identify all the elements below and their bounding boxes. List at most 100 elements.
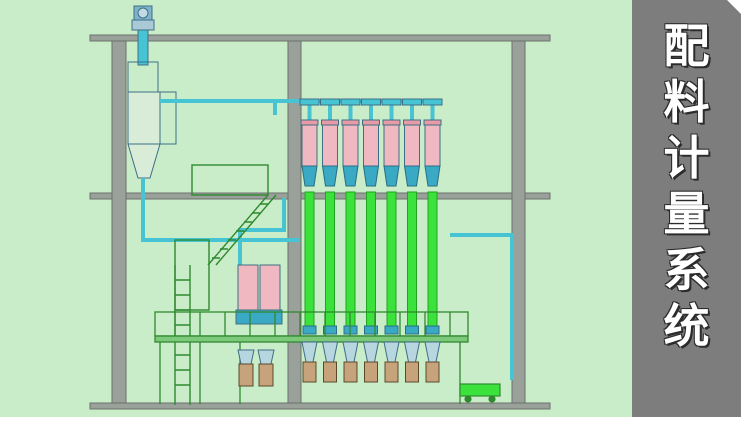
roof-fan (131, 5, 155, 31)
cart-wheel-right (488, 395, 496, 403)
title-char: 料 (663, 75, 710, 129)
collector-ladder-cage (159, 91, 177, 145)
feeder-tube (345, 191, 356, 328)
bin-cone (383, 165, 400, 187)
bin-top-cap (423, 119, 442, 126)
bin-body (404, 119, 420, 167)
left-column (111, 40, 127, 404)
fan-stand (131, 19, 155, 31)
weigh-hoppers (237, 341, 441, 387)
pipe-drop-cyclone (238, 198, 286, 265)
scale-body (302, 361, 317, 383)
cart-wheel-left (464, 395, 472, 403)
bin-inlet-elbow (361, 98, 381, 106)
bin-body (383, 119, 400, 167)
bin-top-cap (403, 119, 421, 126)
weigh-hopper (257, 349, 275, 365)
title-char: 配 (663, 19, 710, 73)
minor-bin-right (259, 264, 281, 311)
bin-top-cap (362, 119, 380, 126)
screw-feeders (302, 191, 440, 335)
building-frame (89, 34, 551, 410)
title-panel: 配 料 计 量 系 统 (632, 0, 741, 417)
bin-inlet-elbow (422, 98, 443, 106)
feeder-tube (325, 191, 335, 328)
collector-duct (137, 29, 149, 66)
platform-deck (154, 335, 469, 343)
feeder-tube (304, 191, 315, 328)
bin-top-cap (321, 119, 339, 126)
feeder-tube (386, 191, 397, 328)
minor-bin-base (235, 309, 283, 325)
bin-inlet-elbow (340, 98, 361, 106)
minor-bin-left (237, 264, 259, 311)
feeder-outlet (364, 325, 378, 335)
title-char: 量 (663, 187, 710, 241)
feeder-tube (427, 191, 438, 328)
dust-collector (127, 29, 177, 179)
ingredient-bins (299, 98, 443, 187)
bin-body (342, 119, 359, 167)
bin-body (301, 119, 318, 167)
scale-body (384, 361, 399, 383)
feeder-tube (366, 191, 376, 328)
bin-cone (362, 165, 380, 187)
bin-top-cap (382, 119, 401, 126)
bin-inlet-elbow (299, 98, 320, 106)
bin-cone (403, 165, 421, 187)
feeder-tube (407, 191, 417, 328)
cart-body (459, 383, 501, 397)
bin-top-cap (300, 119, 319, 126)
feeder-outlet (405, 325, 419, 335)
bin-inlet-elbow (320, 98, 340, 106)
bin-body (424, 119, 441, 167)
scale-body (238, 363, 254, 387)
railing-posts (174, 312, 451, 336)
scale-body (425, 361, 440, 383)
collector-cone (127, 143, 161, 179)
bin-inlet-elbow (381, 98, 402, 106)
scale-body (343, 361, 358, 383)
feeder-outlet (384, 325, 399, 335)
ground-floor-beam (89, 402, 551, 410)
bin-cone (321, 165, 339, 187)
bin-top-cap (341, 119, 360, 126)
bin-body (322, 119, 338, 167)
bin-cone (424, 165, 441, 187)
bin-cone (342, 165, 359, 187)
feeder-outlet (425, 325, 440, 335)
title-vertical-text: 配 料 计 量 系 统 (632, 18, 741, 354)
stair-treads (212, 203, 268, 259)
collection-cart (459, 383, 501, 403)
title-char: 统 (663, 299, 710, 353)
bin-cone (301, 165, 318, 187)
center-column (287, 40, 302, 404)
platform-legs (159, 342, 461, 404)
scale-body (405, 361, 419, 383)
right-column (511, 40, 526, 404)
weigh-hopper (237, 349, 255, 365)
diagram-background (0, 0, 632, 417)
scale-body (323, 361, 337, 383)
feeder-outlet (323, 325, 337, 335)
collector-body (127, 91, 161, 145)
upper-platform-rail (191, 164, 269, 196)
staircase (174, 164, 277, 405)
scale-body (364, 361, 378, 383)
upper-stair-flight (207, 194, 277, 266)
roof-beam (89, 34, 551, 42)
middle-floor-beam (89, 192, 551, 200)
panel-corner-notch (727, 0, 741, 14)
batching-system-diagram (0, 0, 632, 417)
bin-inlet-elbow (402, 98, 422, 106)
plant-schematic (0, 0, 632, 417)
pipe-right-return (450, 233, 514, 380)
minor-ingredient-bins (235, 264, 283, 325)
feeder-outlet (302, 325, 317, 335)
scale-body (258, 363, 274, 387)
title-char: 计 (663, 131, 710, 185)
pipe-collector-down (141, 178, 300, 242)
fan-rotor (137, 7, 149, 19)
title-char: 系 (663, 243, 710, 297)
bin-body (363, 119, 379, 167)
